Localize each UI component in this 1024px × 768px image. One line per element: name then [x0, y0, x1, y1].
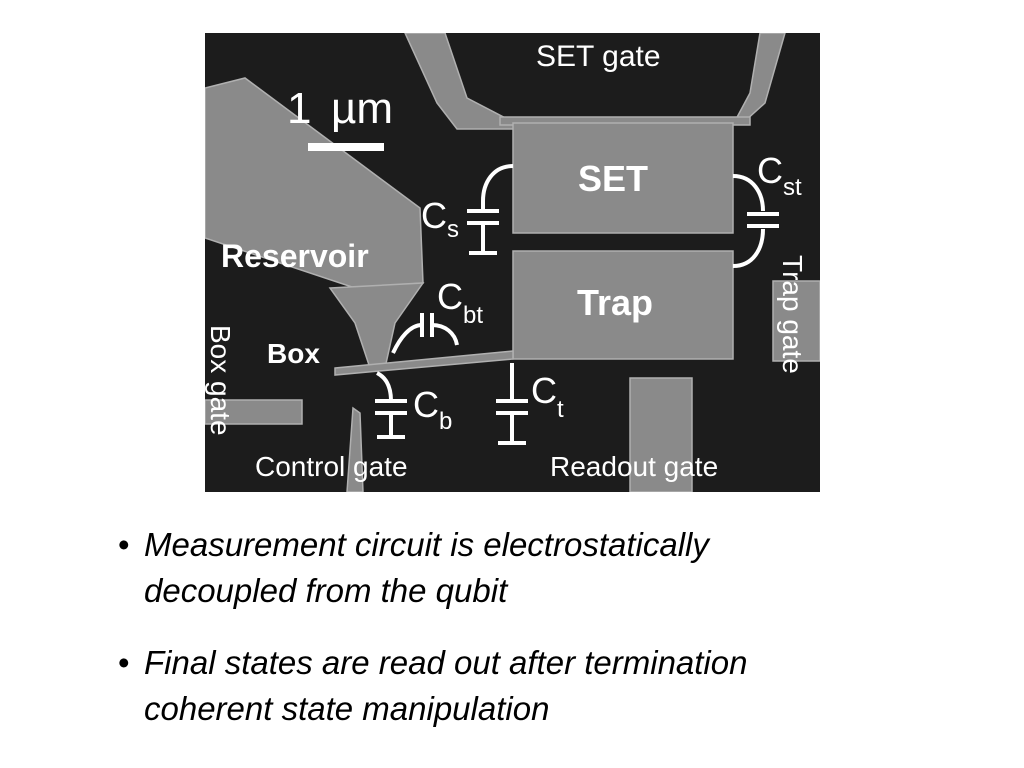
readout-gate	[629, 377, 693, 492]
trap-gate	[772, 280, 820, 362]
cbt-label: Cbt	[437, 276, 483, 329]
bullet-line-2: coherent state manipulation	[144, 690, 550, 727]
label-readout-gate: Readout gate	[550, 451, 718, 482]
scale-bar	[308, 143, 384, 151]
label-box: Box	[267, 338, 320, 369]
cs-wire-top	[481, 164, 514, 211]
scale-unit: µm	[331, 84, 393, 133]
cb-label: Cb	[413, 384, 452, 435]
cst-wire-bottom	[732, 228, 765, 268]
control-gate-finger	[346, 406, 364, 492]
label-set-gate: SET gate	[536, 40, 661, 73]
bullet-dot: •	[118, 526, 130, 563]
label-control-gate: Control gate	[255, 451, 408, 482]
cs-label: Cs	[421, 195, 459, 243]
bullet-dot: •	[118, 644, 130, 681]
cst-wire-top	[732, 174, 765, 212]
cb-wire-top	[375, 371, 393, 402]
label-reservoir: Reservoir	[221, 238, 369, 274]
label-box-gate: Box gate	[205, 325, 236, 436]
cst-label: Cst	[757, 150, 802, 201]
capacitor-symbols	[375, 164, 779, 445]
bullet-line-1: Measurement circuit is electrostatically	[144, 526, 709, 563]
bullet-line-1: Final states are read out after terminat…	[144, 644, 748, 681]
trap-island	[512, 250, 734, 360]
label-set: SET	[578, 158, 648, 199]
ct-label: Ct	[531, 370, 564, 423]
cbt-wire-right	[431, 323, 459, 346]
label-trap: Trap	[577, 282, 653, 323]
bullet-line-2: decoupled from the qubit	[144, 572, 508, 609]
label-trap-gate: Trap gate	[777, 255, 808, 374]
bullet-item: • Measurement circuit is electrostatical…	[118, 522, 938, 614]
scale-number: 1	[287, 84, 311, 133]
sem-micrograph: 1 µm SET gate SET Trap Reservoir Box Con…	[205, 33, 820, 492]
box-gate	[205, 399, 303, 425]
bullet-list: • Measurement circuit is electrostatical…	[118, 522, 938, 758]
cbt-wire-left	[391, 323, 423, 354]
box-line	[334, 350, 514, 376]
bullet-item: • Final states are read out after termin…	[118, 640, 938, 732]
